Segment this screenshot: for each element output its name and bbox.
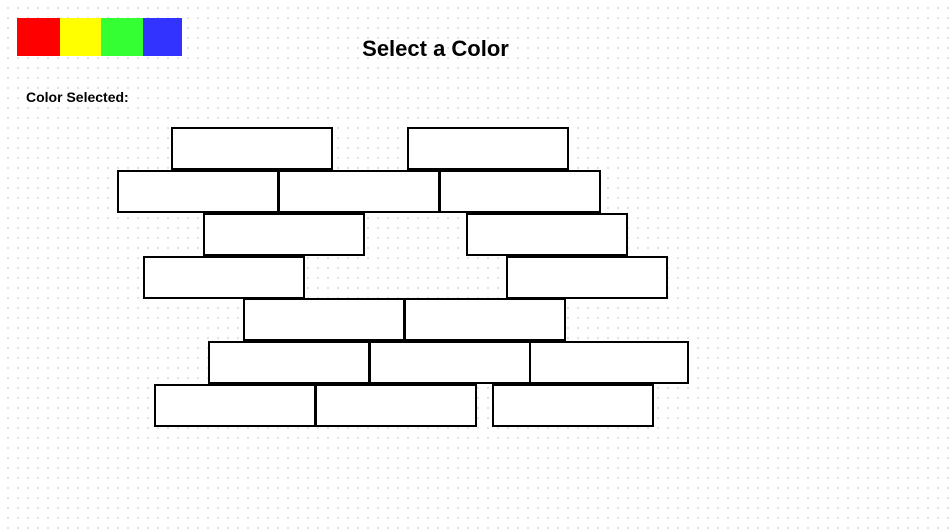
brick[interactable] bbox=[208, 341, 370, 384]
color-palette bbox=[17, 18, 182, 56]
color-selected-label: Color Selected: bbox=[26, 89, 129, 105]
brick[interactable] bbox=[529, 341, 689, 384]
brick[interactable] bbox=[315, 384, 477, 427]
swatch-red[interactable] bbox=[17, 18, 60, 56]
page-title: Select a Color bbox=[362, 36, 509, 61]
brick[interactable] bbox=[404, 298, 566, 341]
brick[interactable] bbox=[506, 256, 668, 299]
brick[interactable] bbox=[203, 213, 365, 256]
brick[interactable] bbox=[243, 298, 405, 341]
brick[interactable] bbox=[143, 256, 305, 299]
brick[interactable] bbox=[439, 170, 601, 213]
color-selected-status: Color Selected: bbox=[26, 89, 133, 106]
brick[interactable] bbox=[278, 170, 440, 213]
brick[interactable] bbox=[407, 127, 569, 170]
swatch-yellow[interactable] bbox=[60, 18, 101, 56]
brick[interactable] bbox=[171, 127, 333, 170]
brick[interactable] bbox=[117, 170, 279, 213]
brick[interactable] bbox=[369, 341, 531, 384]
brick[interactable] bbox=[492, 384, 654, 427]
swatch-blue[interactable] bbox=[143, 18, 182, 56]
swatch-green[interactable] bbox=[101, 18, 143, 56]
brick[interactable] bbox=[154, 384, 316, 427]
brick[interactable] bbox=[466, 213, 628, 256]
